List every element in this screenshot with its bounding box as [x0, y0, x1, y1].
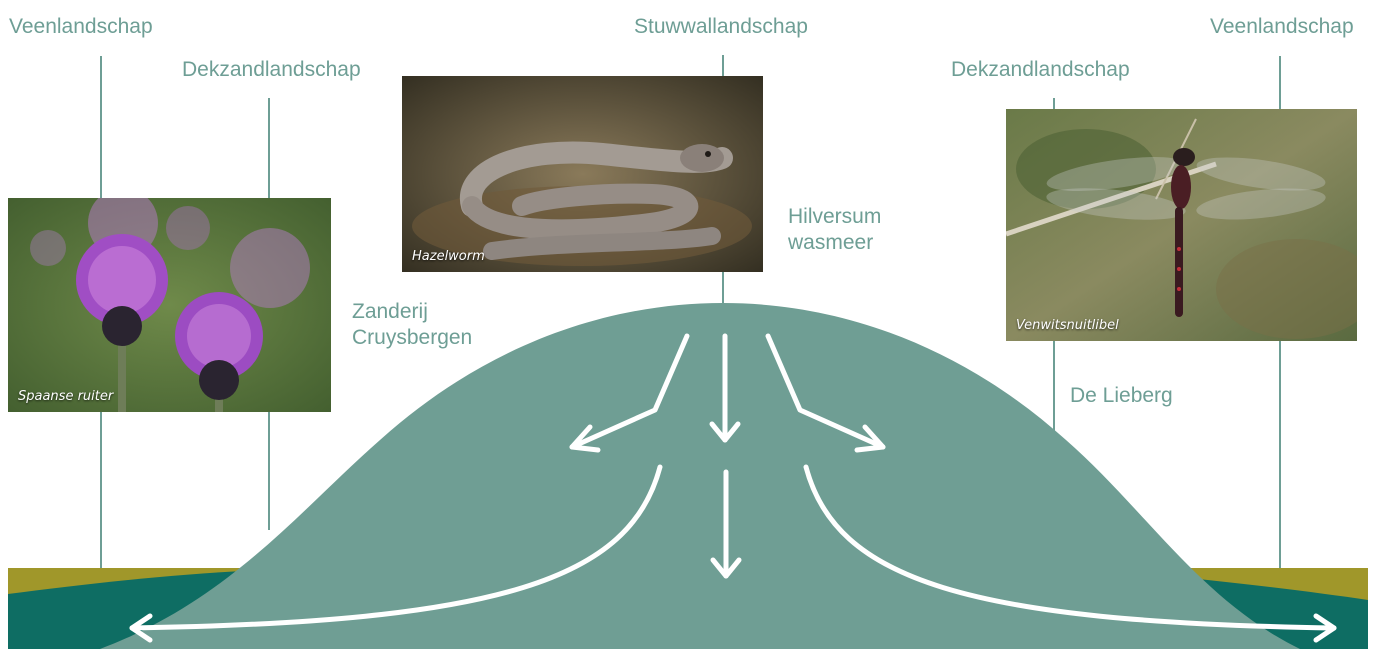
- label-zanderij-line1: Zanderij: [352, 299, 472, 325]
- dragonfly-image: [1006, 109, 1357, 341]
- label-zanderij-cruysbergen: Zanderij Cruysbergen: [352, 299, 472, 352]
- label-hilversum-line1: Hilversum: [788, 204, 881, 230]
- label-zanderij-line2: Cruysbergen: [352, 325, 472, 351]
- label-stuwwallandschap: Stuwwallandschap: [634, 14, 808, 40]
- label-dekzandlandschap-right: Dekzandlandschap: [951, 57, 1130, 83]
- photo-hazelworm: Hazelworm: [402, 76, 763, 272]
- label-veenlandschap-right: Veenlandschap: [1210, 14, 1354, 40]
- label-dekzandlandschap-left: Dekzandlandschap: [182, 57, 361, 83]
- caption-venwitsnuitlibel: Venwitsnuitlibel: [1016, 318, 1119, 333]
- label-de-lieberg: De Lieberg: [1070, 383, 1173, 409]
- caption-spaanse-ruiter: Spaanse ruiter: [18, 389, 113, 404]
- slowworm-image: [402, 76, 763, 272]
- label-hilversum-line2: wasmeer: [788, 230, 881, 256]
- label-veenlandschap-left: Veenlandschap: [9, 14, 153, 40]
- caption-hazelworm: Hazelworm: [412, 249, 485, 264]
- photo-venwitsnuitlibel: Venwitsnuitlibel: [1006, 109, 1357, 341]
- label-hilversum-wasmeer: Hilversum wasmeer: [788, 204, 881, 257]
- thistle-image: [8, 198, 331, 412]
- photo-spaanse-ruiter: Spaanse ruiter: [8, 198, 331, 412]
